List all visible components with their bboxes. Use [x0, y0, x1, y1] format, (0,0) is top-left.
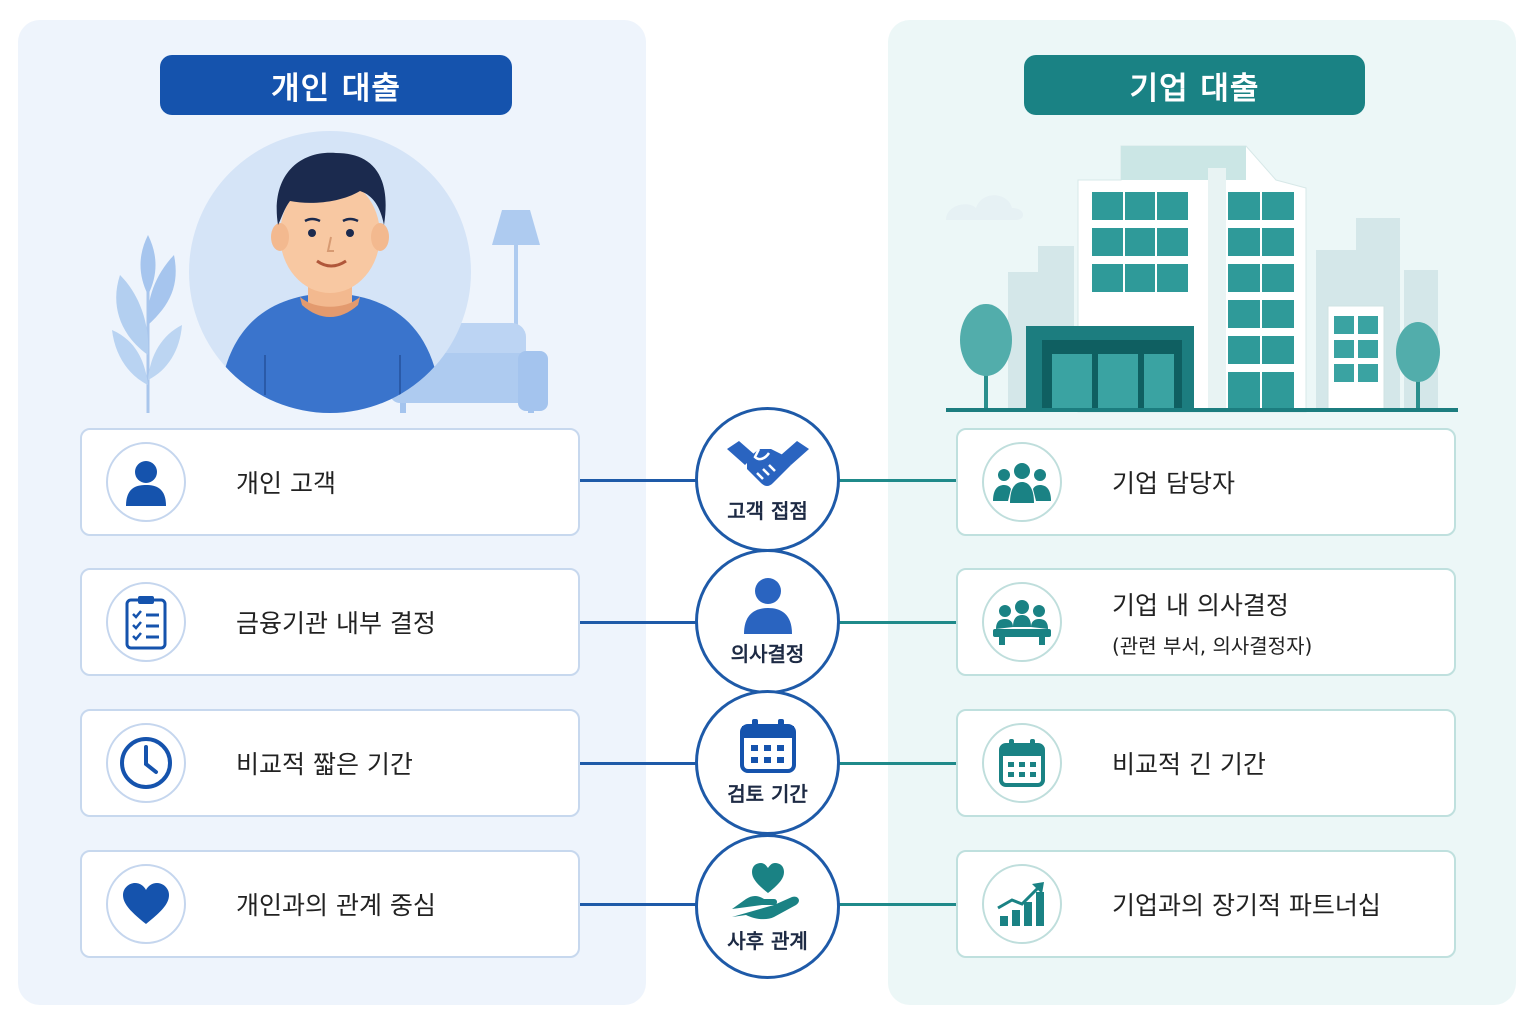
center-node-after-relationship: 사후 관계 [695, 834, 840, 979]
item-label: 개인과의 관계 중심 [236, 891, 436, 920]
item-label: 기업 내 의사결정 [1112, 590, 1289, 620]
connector-line [838, 621, 956, 624]
left-item-internal-decision: 금융기관 내부 결정 [80, 568, 580, 676]
item-label: 비교적 짧은 기간 [236, 750, 413, 779]
item-label: 기업과의 장기적 파트너십 [1112, 891, 1381, 920]
calendar-icon [739, 719, 796, 773]
left-item-personal-relationship: 개인과의 관계 중심 [80, 850, 580, 958]
connector-line [580, 479, 696, 482]
clock-icon [106, 723, 186, 803]
item-sublabel: (관련 부서, 의사결정자) [1112, 633, 1313, 658]
right-item-corporate-decision: 기업 내 의사결정 (관련 부서, 의사결정자) [956, 568, 1456, 676]
center-node-review-period: 검토 기간 [695, 690, 840, 835]
calendar-icon [982, 723, 1062, 803]
right-item-corporate-contact: 기업 담당자 [956, 428, 1456, 536]
office-building-illustration [946, 145, 1458, 413]
group-icon [982, 442, 1062, 522]
person-icon [743, 578, 792, 634]
lamp-illustration [492, 210, 540, 355]
connector-line [838, 479, 956, 482]
center-node-decision: 의사결정 [695, 549, 840, 694]
center-label: 고객 접점 [727, 499, 808, 523]
person-illustration [112, 131, 548, 413]
connector-line [580, 621, 696, 624]
clipboard-checklist-icon [106, 582, 186, 662]
tree-left [960, 304, 1012, 410]
left-item-short-period: 비교적 짧은 기간 [80, 709, 580, 817]
person-icon [106, 442, 186, 522]
center-node-customer-contact: 고객 접점 [695, 407, 840, 552]
handshake-icon [726, 441, 809, 486]
hand-heart-icon [731, 863, 799, 920]
item-label: 금융기관 내부 결정 [236, 609, 436, 638]
connector-line [838, 762, 956, 765]
item-label: 비교적 긴 기간 [1112, 750, 1266, 779]
item-label: 개인 고객 [236, 469, 336, 498]
center-label: 사후 관계 [727, 929, 808, 953]
center-label: 검토 기간 [727, 782, 808, 806]
connector-line [580, 903, 696, 906]
right-item-long-term-partnership: 기업과의 장기적 파트너십 [956, 850, 1456, 958]
right-item-long-period: 비교적 긴 기간 [956, 709, 1456, 817]
plant-illustration [112, 235, 182, 413]
item-label: 기업 담당자 [1112, 469, 1235, 498]
avatar [218, 152, 442, 413]
heart-icon [106, 864, 186, 944]
left-item-personal-customer: 개인 고객 [80, 428, 580, 536]
connector-line [580, 762, 696, 765]
connector-line [838, 903, 956, 906]
center-label: 의사결정 [730, 642, 805, 666]
corporate-loan-title: 기업 대출 [1024, 55, 1365, 115]
team-meeting-icon [982, 582, 1062, 662]
growth-chart-icon [982, 864, 1062, 944]
personal-loan-title: 개인 대출 [160, 55, 512, 115]
tree-right [1396, 322, 1440, 410]
